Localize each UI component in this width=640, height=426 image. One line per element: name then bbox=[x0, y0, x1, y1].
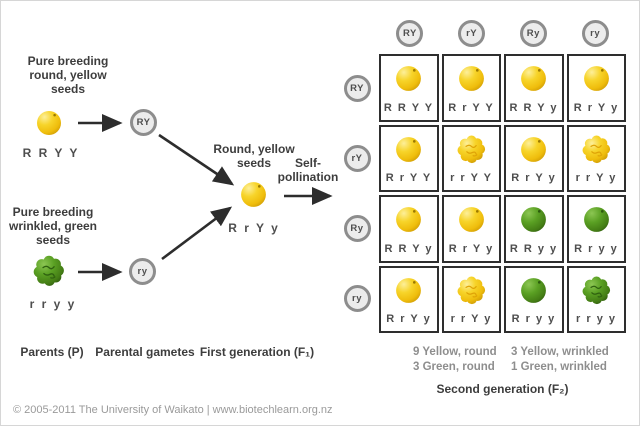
row-gamete-1: rY bbox=[343, 145, 371, 173]
punnett-cell-r3c0: R r Y y bbox=[379, 265, 439, 333]
punnett-grid: R R Y Y R r Y Y R R Y y R r Y y R r Y Y … bbox=[379, 54, 626, 333]
punnett-column-headers: RY rY Ry ry bbox=[379, 18, 626, 48]
round-yellow-seed-icon bbox=[241, 182, 266, 207]
row-gamete-3: ry bbox=[343, 284, 371, 312]
parent1-gamete-label: RY bbox=[136, 117, 151, 128]
f1-genotype: R r Y y bbox=[228, 221, 280, 235]
caption-first-generation: First generation (F₁) bbox=[199, 345, 315, 359]
parent1-genotype: R R Y Y bbox=[22, 146, 80, 160]
round-yellow-seed-icon bbox=[37, 111, 61, 135]
punnett-cell-r1c0: R r Y Y bbox=[379, 124, 439, 192]
round-yellow-seed-icon bbox=[396, 66, 422, 91]
cell-genotype: R r y y bbox=[511, 313, 556, 325]
punnett-row-headers: RY rY Ry ry bbox=[343, 54, 371, 333]
parent2-seed bbox=[32, 254, 66, 288]
punnett-cell-r2c1: R r Y y bbox=[441, 195, 501, 263]
round-green-seed-icon bbox=[521, 207, 547, 232]
wrinkled-green-seed-icon bbox=[33, 255, 65, 287]
parent2-genotype: r r y y bbox=[29, 297, 77, 311]
parent1-gamete-circle: RY bbox=[130, 109, 157, 136]
cell-genotype: R R Y y bbox=[384, 242, 434, 255]
self-pollination-label: Self-pollination bbox=[277, 156, 339, 184]
punnett-cell-r0c2: R R Y y bbox=[504, 54, 564, 122]
wrinkled-green-seed-icon bbox=[581, 275, 611, 305]
cell-genotype: R R y y bbox=[509, 242, 558, 255]
parent2-gamete-label: ry bbox=[137, 266, 148, 277]
round-yellow-seed-icon bbox=[396, 207, 422, 232]
cell-genotype: R r Y y bbox=[573, 101, 619, 114]
cell-genotype: r r Y y bbox=[450, 313, 492, 325]
punnett-cell-r3c1: r r Y y bbox=[441, 265, 501, 333]
col-gamete-1: rY bbox=[458, 19, 486, 47]
round-yellow-seed-icon bbox=[458, 66, 484, 91]
punnett-cell-r3c3: r r y y bbox=[566, 265, 626, 333]
cell-genotype: r r Y y bbox=[575, 172, 617, 184]
round-yellow-seed-icon bbox=[396, 136, 422, 162]
cell-genotype: r r Y Y bbox=[450, 172, 493, 184]
punnett-cell-r0c1: R r Y Y bbox=[441, 54, 501, 122]
punnett-cell-r1c1: r r Y Y bbox=[441, 124, 501, 192]
parent2-gamete-circle: ry bbox=[129, 258, 156, 285]
punnett-cell-r0c0: R R Y Y bbox=[379, 54, 439, 122]
cell-genotype: R r y y bbox=[574, 242, 619, 255]
round-yellow-seed-icon bbox=[521, 66, 547, 91]
cell-genotype: R r Y y bbox=[386, 313, 432, 325]
col-gamete-3: ry bbox=[581, 19, 609, 47]
round-yellow-seed-icon bbox=[458, 207, 484, 232]
punnett-cell-r2c2: R R y y bbox=[504, 195, 564, 263]
f1-seed bbox=[238, 179, 269, 210]
round-yellow-seed-icon bbox=[583, 66, 609, 91]
punnett-cell-r2c0: R R Y y bbox=[379, 195, 439, 263]
cell-genotype: r r y y bbox=[576, 313, 617, 325]
wrinkled-yellow-seed-icon bbox=[456, 134, 486, 164]
copyright-footer: © 2005-2011 The University of Waikato | … bbox=[13, 404, 333, 416]
punnett-cell-r2c3: R r y y bbox=[566, 195, 626, 263]
punnett-cell-r3c2: R r y y bbox=[504, 265, 564, 333]
caption-second-generation: Second generation (F₂) bbox=[436, 382, 569, 396]
cell-genotype: R r Y y bbox=[448, 242, 494, 255]
cell-genotype: R R Y Y bbox=[383, 101, 434, 114]
punnett-cell-r1c3: r r Y y bbox=[566, 124, 626, 192]
parent1-seed bbox=[34, 108, 64, 138]
cell-genotype: R r Y Y bbox=[448, 101, 495, 114]
round-green-seed-icon bbox=[583, 207, 609, 232]
punnett-cell-r0c3: R r Y y bbox=[566, 54, 626, 122]
cell-genotype: R R Y y bbox=[509, 101, 559, 114]
wrinkled-yellow-seed-icon bbox=[581, 134, 611, 164]
punnett-cell-r1c2: R r Y y bbox=[504, 124, 564, 192]
caption-parents: Parents (P) bbox=[20, 345, 84, 359]
cell-genotype: R r Y y bbox=[511, 172, 557, 184]
cell-genotype: R r Y Y bbox=[385, 172, 432, 184]
round-yellow-seed-icon bbox=[396, 277, 422, 303]
wrinkled-yellow-seed-icon bbox=[456, 275, 486, 305]
col-gamete-0: RY bbox=[396, 19, 424, 47]
col-gamete-2: Ry bbox=[519, 19, 547, 47]
row-gamete-0: RY bbox=[343, 75, 371, 103]
round-yellow-seed-icon bbox=[521, 136, 547, 162]
caption-parental-gametes: Parental gametes bbox=[95, 345, 195, 359]
round-green-seed-icon bbox=[521, 277, 547, 303]
row-gamete-2: Ry bbox=[343, 214, 371, 242]
